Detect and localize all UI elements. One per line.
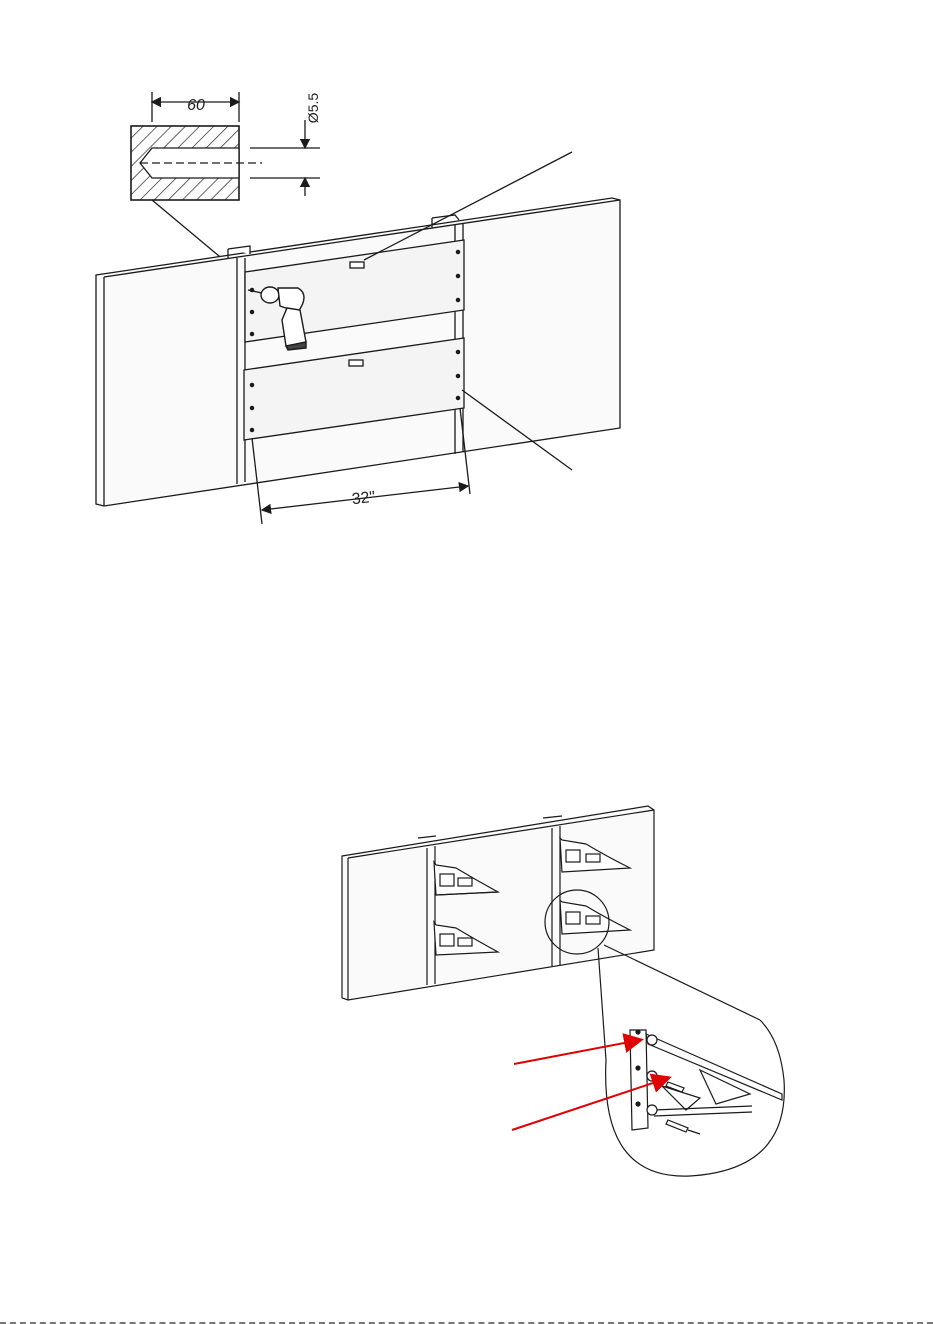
top-figure [96, 92, 620, 524]
bracket-detail-magnified [606, 1020, 785, 1176]
red-arrow-upper [514, 1040, 640, 1064]
wall-board [96, 198, 620, 506]
wall-board-lower [342, 806, 654, 1000]
detail-connector-left [598, 948, 606, 1060]
bottom-figure [342, 806, 784, 1176]
stud-spacing-label: 32" [351, 489, 376, 508]
drill-depth-label: 60 [187, 97, 205, 114]
detail-connector-right [604, 945, 760, 1020]
drill-diameter-label: Ø5.5 [305, 93, 321, 124]
